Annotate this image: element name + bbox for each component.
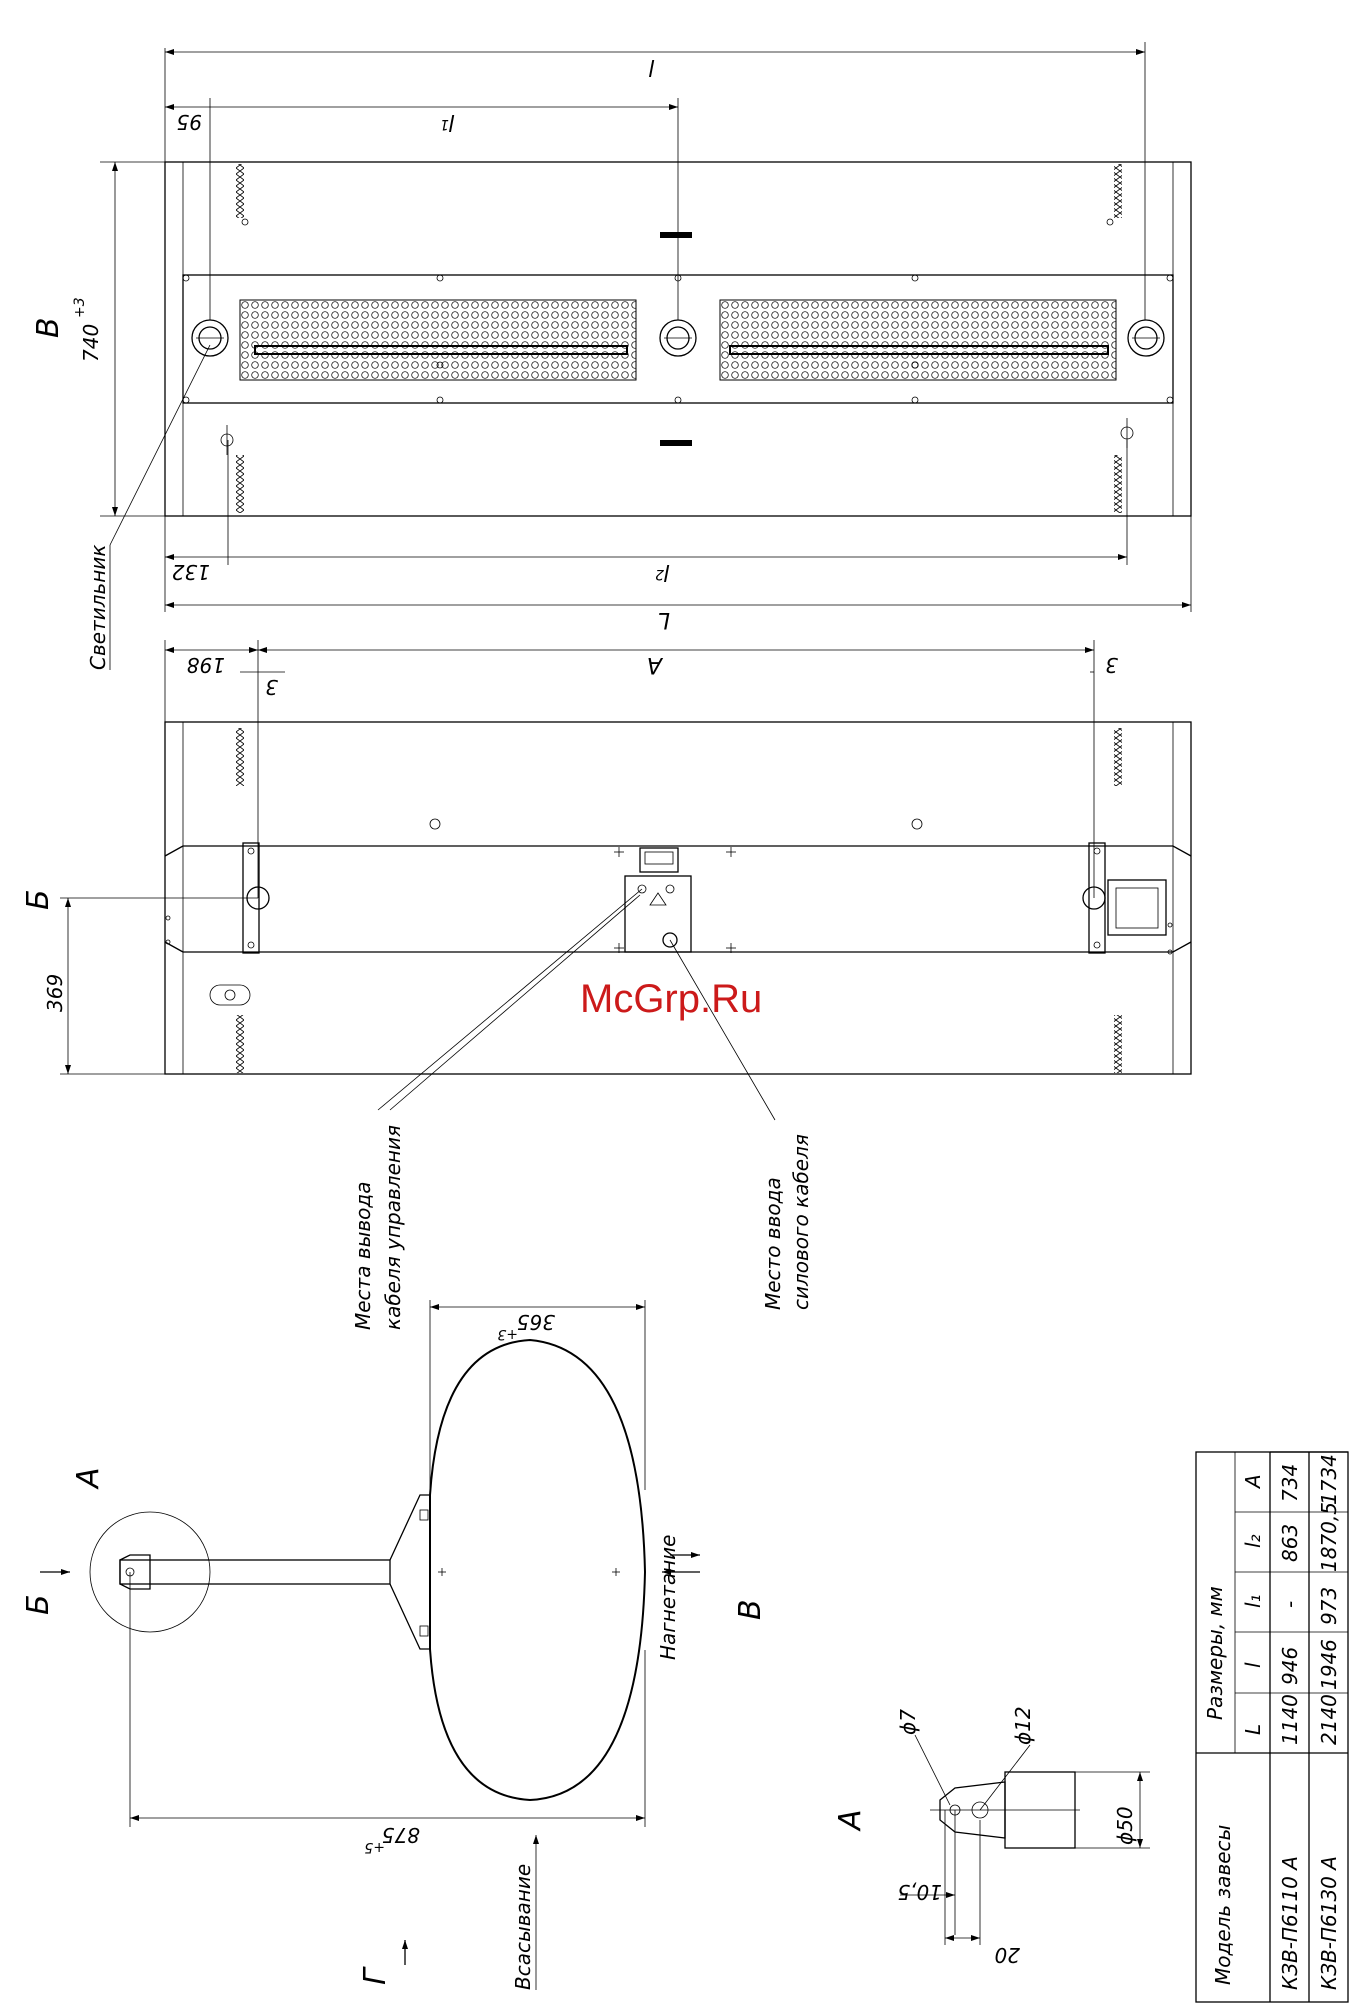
power-entry-label-1: Место ввода — [761, 1177, 785, 1310]
suction-label: Всасывание — [511, 1864, 535, 1990]
power-entry-label-2: силового кабеля — [789, 1134, 813, 1310]
dim-875: 875 — [382, 1823, 420, 1847]
dim-l2-sub: 2 — [655, 566, 664, 582]
table-header-model: Модель завесы — [1211, 1825, 1235, 1985]
table-caption: Размеры, мм — [1203, 1586, 1227, 1720]
lamp-right — [1128, 320, 1164, 356]
table-row-2-l1: 973 — [1317, 1587, 1341, 1625]
dim-3b: 3 — [1105, 653, 1118, 677]
dim-95: 95 — [177, 110, 202, 134]
dim-740: 740 — [79, 324, 103, 362]
side-dimensions — [60, 640, 1094, 1120]
grille-left — [240, 300, 636, 380]
table-row-2-l: 1946 — [1317, 1639, 1341, 1690]
control-exit-label-1: Места вывода — [351, 1181, 375, 1330]
table-row-2-l2: 1870,5 — [1317, 1502, 1341, 1572]
dim-L: L — [658, 607, 670, 632]
lamp-left — [192, 320, 228, 356]
view-b-label: Б — [21, 889, 56, 910]
dim-875-tol: +5 — [364, 1839, 385, 1855]
dim-198: 198 — [187, 653, 225, 677]
table-header-L: L — [1241, 1724, 1265, 1735]
dim-l: l — [649, 54, 655, 79]
phi7: ϕ7 — [896, 1709, 920, 1735]
table-header-A: A — [1241, 1474, 1265, 1490]
arrow-b-label: Б — [21, 1594, 56, 1615]
table-row-2-L: 2140 — [1317, 1694, 1341, 1745]
table-row-1-l2: 863 — [1278, 1524, 1302, 1562]
dim-132: 132 — [172, 560, 210, 584]
table-row-1-A: 734 — [1278, 1464, 1302, 1502]
table-row-1-model: КЗВ-П6110 А — [1278, 1856, 1302, 1990]
dim-3a: 3 — [265, 675, 278, 699]
table-row-1-L: 1140 — [1278, 1694, 1302, 1745]
dim-A: A — [647, 652, 664, 677]
dim-20: 20 — [995, 1943, 1020, 1967]
lamp-label: Светильник — [86, 545, 110, 670]
dim-10-5: 10,5 — [897, 1880, 942, 1904]
table-row-1-l1: - — [1278, 1601, 1302, 1608]
table-header-l2: l₂ — [1241, 1534, 1265, 1548]
side-view — [165, 722, 1191, 1074]
end-view — [40, 1300, 700, 1990]
control-exit-label-2: кабеля управления — [381, 1125, 405, 1330]
dim-369: 369 — [43, 974, 67, 1012]
dim-365: 365 — [517, 1310, 555, 1334]
dim-365-tol: +3 — [497, 1326, 518, 1342]
view-a-label: А — [71, 1467, 106, 1490]
table-header-l1: l₁ — [1241, 1594, 1265, 1608]
phi12: ϕ12 — [1011, 1706, 1035, 1745]
arrow-v-label: В — [733, 1599, 768, 1620]
lamp-center — [660, 320, 696, 356]
dim-740-tol: +3 — [72, 297, 88, 318]
detail-a-label: А — [833, 1809, 868, 1832]
dim-l1-sub: 1 — [440, 116, 449, 132]
table-header-l: l — [1241, 1662, 1265, 1668]
table-row-2-A: 1734 — [1317, 1454, 1341, 1505]
view-v-label: В — [31, 317, 66, 338]
view-g-label: Г — [358, 1966, 393, 1985]
discharge-label: Нагнетание — [656, 1535, 680, 1660]
watermark: McGrp.Ru — [580, 977, 762, 1021]
table-row-1-l: 946 — [1278, 1647, 1302, 1685]
phi50: ϕ50 — [1113, 1806, 1137, 1845]
table-row-2-model: КЗВ-П6130 А — [1317, 1856, 1341, 1990]
grille-right — [720, 300, 1116, 380]
